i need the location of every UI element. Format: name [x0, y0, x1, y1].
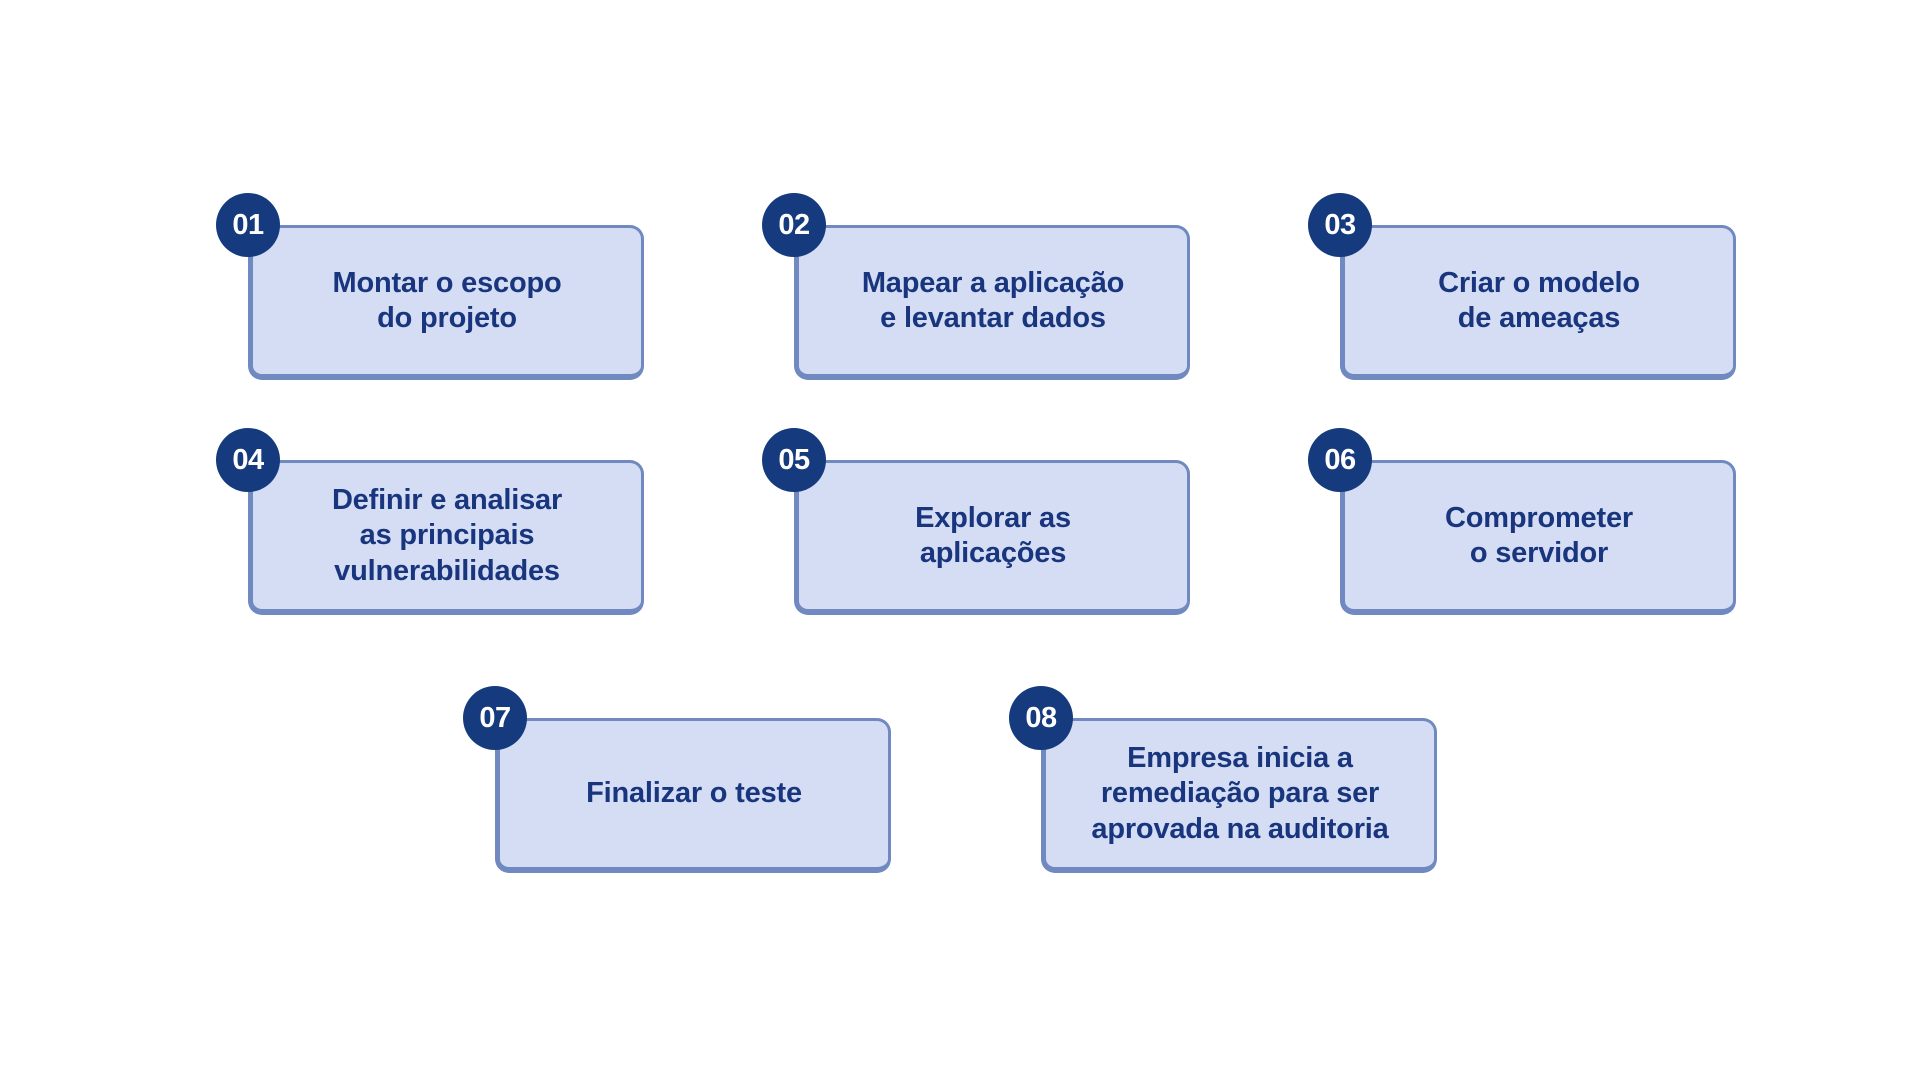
step-number-badge: 08: [1009, 686, 1073, 750]
step-row-1: Montar o escopo do projeto 01 Mapear a a…: [216, 193, 1736, 380]
step-label: Mapear a aplicação e levantar dados: [861, 266, 1125, 334]
step-card-03[interactable]: Criar o modelo de ameaças 03: [1308, 193, 1736, 380]
step-number-badge: 01: [216, 193, 280, 257]
step-card-body[interactable]: Explorar as aplicações: [794, 460, 1190, 615]
step-card-01[interactable]: Montar o escopo do projeto 01: [216, 193, 644, 380]
step-card-body[interactable]: Definir e analisar as principais vulnera…: [248, 460, 644, 615]
step-label: Finalizar o teste: [586, 777, 802, 810]
step-card-body[interactable]: Mapear a aplicação e levantar dados: [794, 225, 1190, 380]
step-card-07[interactable]: Finalizar o teste 07: [463, 686, 891, 873]
step-label: Explorar as aplicações: [915, 501, 1071, 569]
step-label: Montar o escopo do projeto: [332, 266, 562, 334]
step-label: Comprometer o servidor: [1445, 501, 1633, 569]
step-number-badge: 07: [463, 686, 527, 750]
step-card-04[interactable]: Definir e analisar as principais vulnera…: [216, 428, 644, 615]
step-card-body[interactable]: Finalizar o teste: [495, 718, 891, 873]
step-number-badge: 02: [762, 193, 826, 257]
step-label: Empresa inicia a remediação para ser apr…: [1091, 741, 1389, 845]
step-number-badge: 06: [1308, 428, 1372, 492]
step-number-badge: 04: [216, 428, 280, 492]
step-card-05[interactable]: Explorar as aplicações 05: [762, 428, 1190, 615]
step-row-2: Definir e analisar as principais vulnera…: [216, 428, 1736, 615]
step-row-3: Finalizar o teste 07 Empresa inicia a re…: [463, 686, 1437, 873]
step-card-08[interactable]: Empresa inicia a remediação para ser apr…: [1009, 686, 1437, 873]
step-card-body[interactable]: Comprometer o servidor: [1340, 460, 1736, 615]
step-card-body[interactable]: Montar o escopo do projeto: [248, 225, 644, 380]
step-number-badge: 03: [1308, 193, 1372, 257]
step-card-body[interactable]: Empresa inicia a remediação para ser apr…: [1041, 718, 1437, 873]
step-card-body[interactable]: Criar o modelo de ameaças: [1340, 225, 1736, 380]
step-card-02[interactable]: Mapear a aplicação e levantar dados 02: [762, 193, 1190, 380]
step-number-badge: 05: [762, 428, 826, 492]
step-card-06[interactable]: Comprometer o servidor 06: [1308, 428, 1736, 615]
step-label: Criar o modelo de ameaças: [1438, 266, 1640, 334]
step-label: Definir e analisar as principais vulnera…: [331, 483, 563, 587]
